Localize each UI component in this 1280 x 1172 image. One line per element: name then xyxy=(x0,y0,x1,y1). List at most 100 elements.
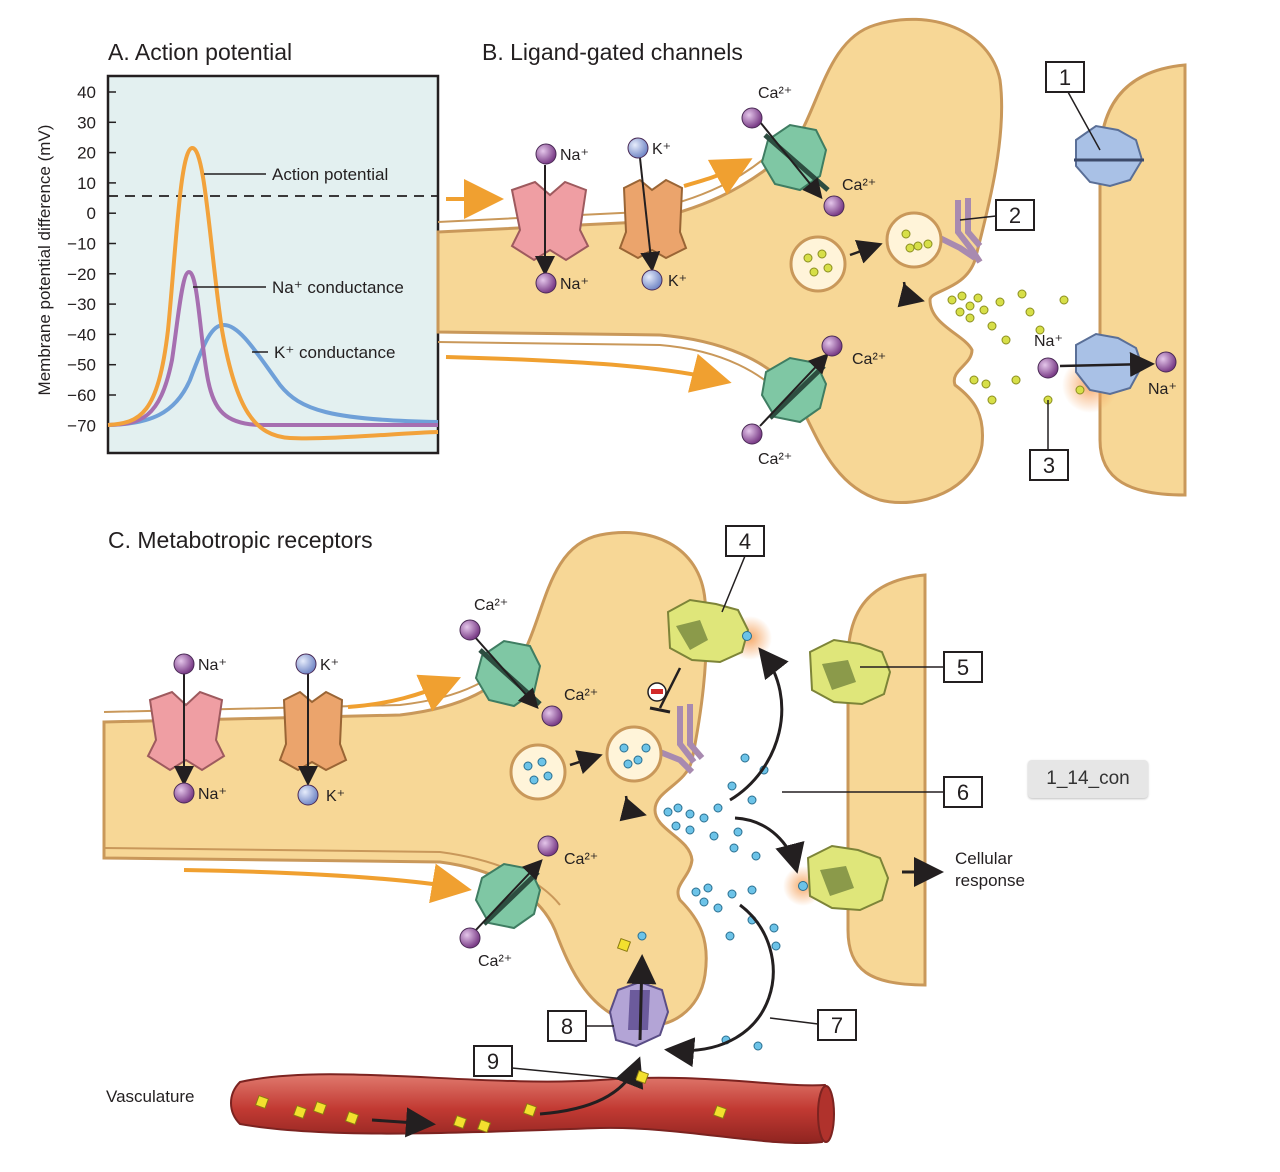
svg-text:1: 1 xyxy=(1059,65,1071,90)
k-ion: K⁺ xyxy=(641,269,687,291)
receptor-3-channel xyxy=(1059,332,1155,413)
na-ion: Ca²⁺ xyxy=(541,687,598,727)
na-ion-label: Na⁺ xyxy=(560,276,589,293)
na-ion: Ca²⁺ xyxy=(741,85,792,129)
callout-5: 5 xyxy=(860,651,983,683)
vesicle-c-2 xyxy=(605,725,663,783)
neurotransmitter-dot xyxy=(771,941,781,951)
neurotransmitter-dot xyxy=(987,321,997,331)
vessel-flow-arrow xyxy=(371,1107,436,1138)
neurotransmitter-dot xyxy=(947,295,957,305)
svg-text:4: 4 xyxy=(739,529,751,554)
na-ion-label: Ca²⁺ xyxy=(564,851,598,868)
ca-channel-c-bottom xyxy=(473,859,543,933)
molecule-square xyxy=(344,1110,360,1126)
vessel-molecules xyxy=(254,937,728,1134)
neurotransmitter-dot xyxy=(727,889,737,899)
na-ion-label: Na⁺ xyxy=(1148,381,1177,398)
neurotransmitter-dot xyxy=(957,291,967,301)
neurotransmitter-dot xyxy=(979,305,989,315)
callout-2: 2 xyxy=(959,199,1035,231)
molecule-square xyxy=(254,1094,270,1110)
neurotransmitter-dot xyxy=(753,1041,763,1051)
neurotransmitter-dot xyxy=(729,843,739,853)
neurotransmitter-dot xyxy=(1059,295,1069,305)
neurotransmitters-b xyxy=(947,289,1085,405)
ca-channel-b-top xyxy=(759,121,830,200)
neurotransmitter-dot xyxy=(981,379,991,389)
na-ion-label: Ca²⁺ xyxy=(564,687,598,704)
neurotransmitter-dot xyxy=(965,313,975,323)
release-arrow-b xyxy=(897,281,925,308)
neurotransmitter-dot xyxy=(709,831,719,841)
y-tick-label: 0 xyxy=(87,204,96,223)
panel-b-title: B. Ligand-gated channels xyxy=(482,39,743,65)
k-ion: K⁺ xyxy=(627,137,671,159)
na-ion: Ca²⁺ xyxy=(537,835,598,868)
y-tick-label: −60 xyxy=(67,386,96,405)
na-ion: Ca²⁺ xyxy=(459,927,512,970)
orange-arrow-b3 xyxy=(445,353,732,393)
k-ion-label: K⁺ xyxy=(652,141,671,158)
y-tick-label: −40 xyxy=(67,325,96,344)
neurotransmitters-c xyxy=(637,753,781,1051)
neurotransmitter-dot xyxy=(637,931,647,941)
neurotransmitter-dot xyxy=(699,813,709,823)
svg-text:3: 3 xyxy=(1043,453,1055,478)
neurotransmitter-dot xyxy=(699,897,709,907)
neurotransmitter-dot xyxy=(1075,385,1085,395)
na-conductance-label: Na⁺ conductance xyxy=(272,278,404,297)
vasculature-label: Vasculature xyxy=(106,1087,195,1106)
neurotransmitter-dot xyxy=(751,851,761,861)
y-tick-label: 30 xyxy=(77,113,96,132)
neurotransmitter-dot xyxy=(1001,335,1011,345)
ca-channel-b-bottom xyxy=(759,353,829,427)
neurotransmitter-dot xyxy=(713,903,723,913)
callout-9: 9 xyxy=(473,1045,637,1081)
cellular-response-label-2: response xyxy=(955,871,1025,890)
y-tick-label: −10 xyxy=(67,235,96,254)
molecule-square xyxy=(712,1104,728,1120)
molecule-square xyxy=(452,1114,468,1130)
k-ion-label: K⁺ xyxy=(668,273,687,290)
chart-ylabel: Membrane potential difference (mV) xyxy=(35,125,54,396)
na-ion-label: Na⁺ xyxy=(198,786,227,803)
neurotransmitter-dot xyxy=(1025,307,1035,317)
na-ion: Na⁺ xyxy=(535,272,589,294)
arrow-from-vessel xyxy=(539,1056,644,1116)
neurotransmitter-dot xyxy=(1017,289,1027,299)
callout-7: 7 xyxy=(769,1009,857,1041)
na-ion-label: Na⁺ xyxy=(1034,333,1063,350)
k-ion: K⁺ xyxy=(297,784,345,806)
arrow-to-receptor-4 xyxy=(729,647,789,802)
callout-8: 8 xyxy=(547,1010,614,1042)
vesicle-c-1 xyxy=(509,743,567,801)
molecule-square xyxy=(616,937,632,953)
ca-channel-c-top xyxy=(473,635,542,709)
receptor-4 xyxy=(666,598,772,664)
na-ion: Na⁺ xyxy=(1148,351,1177,398)
neurotransmitter-dot xyxy=(685,825,695,835)
neurotransmitter-dot xyxy=(747,885,757,895)
neurotransmitter-dot xyxy=(769,923,779,933)
ions-b: Na⁺Na⁺K⁺K⁺Ca²⁺Ca²⁺Ca²⁺Ca²⁺Na⁺Na⁺ xyxy=(535,85,1177,468)
na-ion: Ca²⁺ xyxy=(741,423,792,468)
k-channel-c xyxy=(278,672,348,786)
neurotransmitter-dot xyxy=(703,883,713,893)
receptor-cellular xyxy=(783,844,890,912)
neurotransmitter-dot xyxy=(1035,325,1045,335)
callout-3: 3 xyxy=(1029,400,1069,481)
molecule-square xyxy=(634,1069,650,1085)
neurotransmitter-dot xyxy=(727,781,737,791)
neurotransmitter-dot xyxy=(987,395,997,405)
action-potential-curve xyxy=(107,146,439,441)
orange-arrow-c1 xyxy=(347,674,462,712)
svg-text:7: 7 xyxy=(831,1013,843,1038)
arrow-to-transporter xyxy=(664,903,775,1068)
neurotransmitter-dot xyxy=(955,307,965,317)
molecule-square xyxy=(476,1118,492,1134)
image-tag: 1_14_con xyxy=(1028,760,1148,798)
k-conductance-curve xyxy=(107,322,439,427)
svg-text:5: 5 xyxy=(957,655,969,680)
neurotransmitter-dot xyxy=(1011,375,1021,385)
